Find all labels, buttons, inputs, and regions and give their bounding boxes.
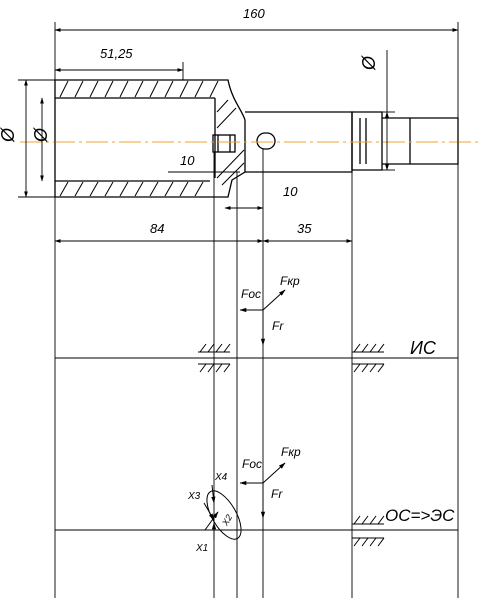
dim-slot-offset: 35 — [297, 221, 312, 236]
upper-force-scheme — [198, 289, 385, 373]
dim-overall-length: 160 — [243, 6, 265, 21]
dimension-lines — [18, 22, 459, 598]
upper-axial-force-label: Fос — [241, 287, 261, 301]
dim-diameter-inner: Ø — [31, 127, 51, 143]
spline-end — [351, 111, 459, 171]
housing-outline — [54, 79, 246, 198]
upper-tangential-force-label: Fкр — [280, 274, 300, 288]
pin-head — [212, 134, 236, 153]
lower-axial-force-label: Fос — [242, 457, 262, 471]
lower-radial-force-label: Fr — [271, 487, 283, 501]
locating-ellipse — [206, 490, 242, 540]
slot — [256, 132, 276, 150]
lower-base-label: ОС=>ЭС — [385, 506, 455, 525]
lower-tangential-force-label: Fкр — [281, 445, 301, 459]
dim-bore-depth: 51,25 — [100, 46, 133, 61]
dim-small-10-lower: 10 — [283, 184, 298, 199]
dim-diameter-right-top: Ø — [359, 55, 379, 71]
dim-small-10-upper: 10 — [180, 153, 195, 168]
coord-x1: X1 — [195, 543, 208, 554]
upper-radial-force-label: Fr — [272, 319, 284, 333]
lower-force-scheme — [203, 462, 385, 547]
housing-bore — [55, 97, 216, 182]
dim-diameter-outer: Ø — [0, 127, 18, 143]
coord-x4: X4 — [214, 472, 228, 483]
part-outline — [54, 79, 459, 198]
hatching — [59, 80, 245, 197]
coord-x2: X2 — [220, 513, 235, 528]
upper-base-label: ИС — [410, 338, 437, 358]
coord-x3: X3 — [187, 491, 201, 502]
dim-shank-length: 84 — [150, 221, 164, 236]
